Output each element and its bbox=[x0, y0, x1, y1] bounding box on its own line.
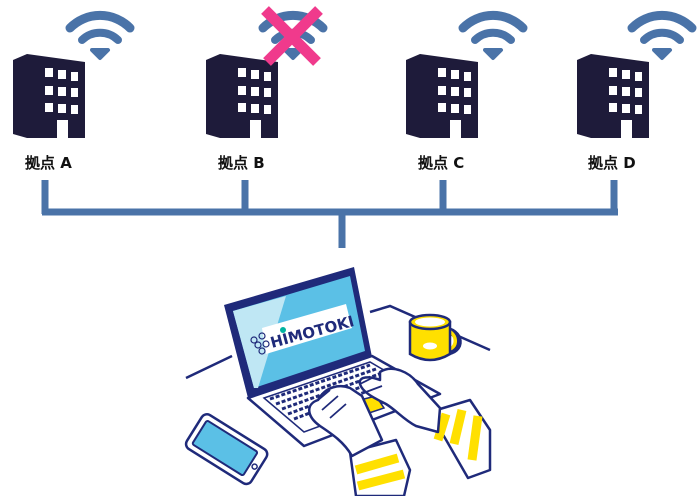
site-a bbox=[13, 15, 130, 138]
site-b bbox=[206, 6, 323, 138]
site-label: 拠点 A bbox=[25, 154, 72, 172]
network-lines bbox=[41, 180, 618, 248]
hands-icon bbox=[308, 367, 492, 496]
site-d bbox=[577, 15, 692, 138]
wifi-icon bbox=[463, 15, 523, 58]
building-icon bbox=[406, 54, 478, 138]
site-label: 拠点 B bbox=[218, 154, 265, 172]
disconnected-icon bbox=[261, 6, 323, 66]
wifi-icon bbox=[70, 15, 130, 58]
himotoki-logo-icon bbox=[250, 332, 270, 355]
building-icon bbox=[13, 54, 85, 138]
mug-icon bbox=[408, 313, 462, 362]
site-label: 拠点 C bbox=[418, 154, 465, 172]
site-c bbox=[406, 15, 523, 138]
building-icon bbox=[206, 54, 278, 138]
site-label: 拠点 D bbox=[588, 154, 636, 172]
smartphone-icon bbox=[184, 413, 269, 486]
building-icon bbox=[577, 54, 649, 138]
wifi-icon bbox=[632, 15, 692, 58]
